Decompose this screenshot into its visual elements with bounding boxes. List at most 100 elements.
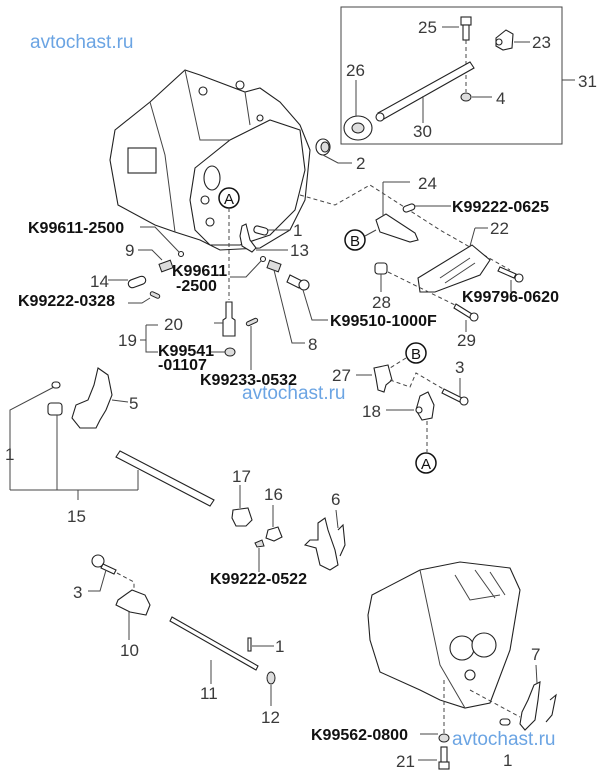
label-18: 18 xyxy=(362,402,381,421)
label-11: 11 xyxy=(200,684,218,703)
label-1-bottom: 1 xyxy=(275,637,284,656)
part-14-pin: 14 xyxy=(90,272,147,291)
ref-marker-b-middle: B xyxy=(389,342,427,369)
part-k99562-0800-washer: K99562-0800 xyxy=(311,680,450,744)
watermark-top: avtochast.ru xyxy=(30,32,134,53)
label-30: 30 xyxy=(413,122,432,141)
part-k99222-0522-key: K99222-0522 xyxy=(210,539,307,588)
transmission-case-front xyxy=(109,69,311,251)
label-27: 27 xyxy=(332,366,351,385)
label-29: 29 xyxy=(457,331,476,350)
part-12-nut: 12 xyxy=(261,671,280,727)
label-3-left: 3 xyxy=(73,583,82,602)
label-1-top: 1 xyxy=(293,221,302,240)
label-20: 20 xyxy=(164,315,183,334)
part-7-shift-fork: 7 xyxy=(469,645,557,731)
watermark-bottom: avtochast.ru xyxy=(452,729,556,750)
part-4-nut: 4 xyxy=(460,89,505,108)
part-1-pin-rear xyxy=(499,718,511,726)
label-25: 25 xyxy=(418,18,437,37)
code-k99611-2500: K99611-2500 xyxy=(28,220,124,237)
label-26: 26 xyxy=(346,61,365,80)
assembly-guide-line xyxy=(299,184,511,271)
label-31: 31 xyxy=(578,72,597,91)
transmission-case-rear xyxy=(367,561,521,709)
group-box xyxy=(340,6,563,145)
label-21: 21 xyxy=(396,752,415,771)
code-k99611-2500b-line2: -2500 xyxy=(176,278,217,295)
code-k99222-0625: K99222-0625 xyxy=(452,199,549,216)
ref-marker-b-top: B xyxy=(344,229,377,251)
part-30-shaft: 30 xyxy=(375,61,475,141)
label-17: 17 xyxy=(232,467,251,486)
code-k99222-0328: K99222-0328 xyxy=(18,293,115,310)
label-10: 10 xyxy=(120,641,139,660)
part-24-lever: 24 xyxy=(375,174,437,243)
code-k99611-2500b-line1: K99611 xyxy=(172,263,227,280)
part-1-pin-bottom: 1 xyxy=(247,637,284,656)
label-24: 24 xyxy=(418,174,437,193)
part-23-bracket: 23 xyxy=(495,29,551,52)
part-27-lever: 27 xyxy=(332,364,446,393)
part-28-bushing: 28 xyxy=(372,262,456,312)
svg-text:A: A xyxy=(421,456,431,473)
part-k99222-0625-pin: K99222-0625 xyxy=(402,199,549,216)
label-16: 16 xyxy=(264,485,283,504)
code-k99222-0522: K99222-0522 xyxy=(210,571,307,588)
label-15: 15 xyxy=(67,507,86,526)
label-1-rear: 1 xyxy=(503,751,512,770)
code-k99541-01107-line1: K99541 xyxy=(158,343,214,360)
shift-shaft-assembly-group: 31 xyxy=(340,6,597,145)
label-12: 12 xyxy=(261,708,280,727)
label-8: 8 xyxy=(308,335,317,354)
part-16-clip: 16 xyxy=(264,485,283,542)
part-k99510-1000f-bolt: K99510-1000F xyxy=(286,274,437,330)
leader-group-15 xyxy=(9,386,139,491)
label-13: 13 xyxy=(290,241,309,260)
label-4: 4 xyxy=(496,89,505,108)
part-11-shaft: 11 xyxy=(169,616,259,703)
part-k99541-01107-nut: K99541 -01107 xyxy=(158,343,236,374)
svg-text:A: A xyxy=(224,191,234,208)
svg-text:B: B xyxy=(350,233,360,250)
watermark-middle: avtochast.ru xyxy=(242,383,346,404)
ref-marker-a-middle: A xyxy=(415,452,437,474)
part-1-bushing-left xyxy=(47,402,63,416)
part-15-rod xyxy=(115,450,215,507)
label-22: 22 xyxy=(490,219,509,238)
part-3-bolt-right: 3 xyxy=(441,358,469,406)
label-3-right: 3 xyxy=(455,358,464,377)
part-22-bracket: 22 xyxy=(417,219,509,293)
label-7: 7 xyxy=(531,645,540,664)
label-1-left: 1 xyxy=(5,445,14,464)
label-14: 14 xyxy=(90,272,109,291)
part-k99611-2500-ball-right: K99611 -2500 xyxy=(172,255,267,295)
part-6-shift-fork: 6 xyxy=(303,490,346,571)
code-k99233-0532: K99233-0532 xyxy=(200,372,297,389)
part-17-clip: 17 xyxy=(231,467,253,527)
label-23: 23 xyxy=(532,33,551,52)
part-2-seal: 2 xyxy=(315,138,365,173)
ref-marker-a-top: A xyxy=(218,187,240,300)
svg-text:B: B xyxy=(411,346,421,363)
part-13-detent-lever: 13 xyxy=(239,223,309,260)
label-9: 9 xyxy=(125,241,134,260)
part-1-pin-left xyxy=(51,381,61,389)
part-26-spring: 26 xyxy=(343,61,373,141)
part-k99222-0328-pin: K99222-0328 xyxy=(18,291,161,310)
code-k99541-01107-line2: -01107 xyxy=(158,357,207,374)
part-3-bolt-left: 3 xyxy=(73,554,135,602)
part-20-shaft: 20 19 xyxy=(118,301,236,353)
part-k99611-2500-ball-left: K99611-2500 xyxy=(28,220,185,258)
label-5: 5 xyxy=(129,394,138,413)
label-6: 6 xyxy=(331,490,340,509)
code-k99562-0800: K99562-0800 xyxy=(311,727,408,744)
part-10-bracket: 10 xyxy=(115,589,151,660)
part-29-bolt: 29 xyxy=(453,303,479,350)
part-8-spring: 8 xyxy=(266,259,317,354)
part-k99796-0620-bolt: K99796-0620 xyxy=(462,266,559,306)
part-5-shift-fork: 5 xyxy=(71,367,138,429)
label-28: 28 xyxy=(372,293,391,312)
